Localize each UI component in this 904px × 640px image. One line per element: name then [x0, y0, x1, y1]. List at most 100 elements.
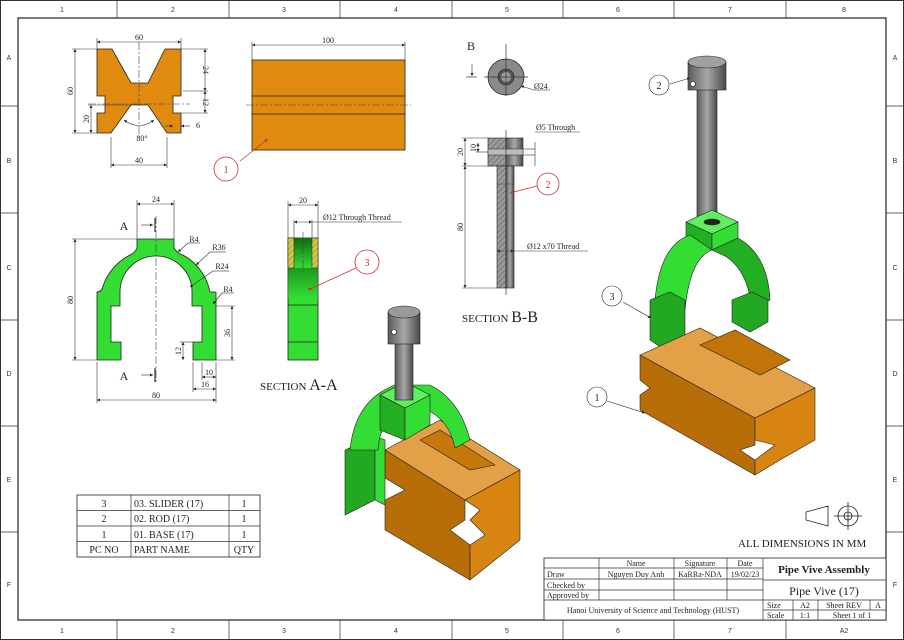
part-qty: 1	[242, 530, 247, 541]
dim-slider-leg: 36	[223, 329, 232, 337]
dim-slider-leg-width: 16	[201, 380, 209, 389]
zone-row-d: D	[6, 371, 11, 378]
dim-rod-thread: Ø12 x70 Thread	[527, 242, 579, 251]
approved-by-label: Approved by	[547, 591, 589, 600]
zone-col-5: 5	[505, 7, 509, 14]
zone-col-2-bottom: 2	[171, 628, 175, 635]
zone-row-f: F	[7, 582, 11, 589]
dim-rod-shaft-length: 80	[456, 223, 465, 231]
zone-col-4-bottom: 4	[394, 628, 398, 635]
section-a-a-title: SECTION A-A	[260, 377, 338, 394]
zone-row-c: C	[6, 265, 11, 272]
exploded-balloon-3-label: 3	[610, 292, 615, 303]
drawing-title: Pipe Vive Assembly	[778, 564, 870, 576]
zone-col-3: 3	[282, 7, 286, 14]
balloon-3	[354, 249, 380, 275]
projection-symbol-icon	[805, 502, 862, 530]
zone-row-c-right: C	[892, 265, 897, 272]
zone-col-1: 1	[60, 7, 64, 14]
balloon-3-label: 3	[365, 258, 370, 269]
slider-front-view: 24 A A R4 R36 R24 R4 80 36 12 10 16 80	[66, 195, 235, 403]
dim-base-angle: 80°	[136, 134, 147, 143]
dim-base-bottom-height: 20	[82, 115, 91, 123]
draw-signature: KaRRa-NDA	[678, 570, 722, 579]
dim-base-slot-depth: 6	[196, 121, 200, 130]
dim-slider-notch: 12	[174, 347, 183, 355]
rev-value: A	[875, 601, 881, 610]
section-mark-a-bottom: A	[120, 369, 129, 383]
zone-col-2: 2	[171, 7, 175, 14]
draw-name: Nguyen Duy Anh	[608, 570, 664, 579]
dim-base-bottom-width: 40	[135, 156, 143, 165]
zone-col-7-bottom: 7	[728, 628, 732, 635]
sheet-code: A2	[840, 628, 849, 635]
zone-row-a-right: A	[893, 55, 898, 62]
parts-list-table: 3 03. SLIDER (17) 1 2 02. ROD (17) 1 1 0…	[76, 494, 261, 558]
dim-slider-thread: Ø12 Through Thread	[323, 213, 391, 222]
sheet-number: Sheet 1 of 1	[833, 611, 871, 620]
dim-slider-r24: R24	[215, 262, 228, 271]
drawing-subtitle: Pipe Vive (17)	[789, 584, 859, 598]
dim-base-height: 60	[66, 87, 75, 95]
balloon-1	[213, 156, 239, 182]
zone-col-1-bottom: 1	[60, 628, 64, 635]
dim-base-width: 60	[135, 33, 143, 42]
part-name: 02. ROD (17)	[134, 514, 189, 525]
draw-date: 19/02/23	[731, 570, 759, 579]
dim-slider-height: 80	[66, 296, 75, 304]
exploded-isometric-view: 2 3 1	[586, 55, 816, 476]
balloon-2	[536, 172, 560, 196]
col-signature: Signature	[685, 559, 716, 568]
zone-col-4: 4	[394, 7, 398, 14]
rod-top-view: B Ø24	[466, 39, 550, 96]
exploded-balloon-1	[586, 386, 608, 408]
part-qty: 1	[242, 514, 247, 525]
dim-base-slot: 12	[201, 98, 210, 106]
part-no: 3	[102, 499, 107, 510]
part-name: 03. SLIDER (17)	[134, 499, 203, 510]
zone-row-e: E	[7, 477, 12, 484]
institution: Hanoi University of Science and Technolo…	[567, 606, 739, 615]
balloon-1-label: 1	[224, 165, 229, 176]
dim-rod-head-height: 20	[456, 148, 465, 156]
dim-slider-r4-top: R4	[189, 235, 198, 244]
section-b-b-title: SECTION B-B	[462, 309, 538, 326]
part-name: 01. BASE (17)	[134, 530, 194, 541]
scale-value: 1:1	[800, 611, 810, 620]
dim-base-top-v: 24	[201, 66, 210, 74]
dim-slider-width: 80	[152, 391, 160, 400]
dim-rod-head-dia: Ø24	[534, 82, 548, 91]
exploded-balloon-2	[648, 74, 670, 96]
zone-col-6: 6	[616, 7, 620, 14]
sheet-rev-label: Sheet REV	[826, 601, 862, 610]
units-note: ALL DIMENSIONS IN MM	[738, 538, 866, 550]
scale-label: Scale	[767, 611, 785, 620]
col-name: Name	[626, 559, 646, 568]
dim-slider-thickness: 20	[299, 196, 307, 205]
zone-row-a: A	[7, 55, 12, 62]
zone-row-e-right: E	[893, 477, 898, 484]
exploded-balloon-1-label: 1	[595, 393, 600, 404]
header-qty: QTY	[234, 545, 255, 556]
section-a-a-view: 20 Ø12 Through Thread 3 SECTION A-A	[260, 196, 402, 394]
zone-row-b-right: B	[893, 158, 898, 165]
dim-rod-hole-position: 10	[469, 144, 478, 152]
section-mark-a-top: A	[120, 219, 129, 233]
header-part-name: PART NAME	[134, 545, 190, 556]
size-value: A2	[800, 601, 810, 610]
part-qty: 1	[242, 499, 247, 510]
zone-row-d-right: D	[892, 371, 897, 378]
rod-section-b-b-view: Ø5 Through 20 10 80 Ø12 x70 Thread 2 SEC…	[456, 123, 588, 326]
dim-slider-r4-side: R4	[223, 285, 232, 294]
title-block: Name Signature Date Draw Nguyen Duy Anh …	[543, 557, 887, 621]
zone-row-b: B	[7, 158, 12, 165]
zone-col-7: 7	[728, 7, 732, 14]
dim-slider-r36: R36	[212, 243, 225, 252]
zone-col-3-bottom: 3	[282, 628, 286, 635]
part-no: 2	[102, 514, 107, 525]
assembled-isometric-view	[344, 305, 521, 581]
base-front-view: 60 60 20 24 12 6 80° 40	[66, 33, 210, 168]
part-no: 1	[102, 530, 107, 541]
zone-row-f-right: F	[893, 582, 897, 589]
zone-col-8: 8	[842, 7, 846, 14]
